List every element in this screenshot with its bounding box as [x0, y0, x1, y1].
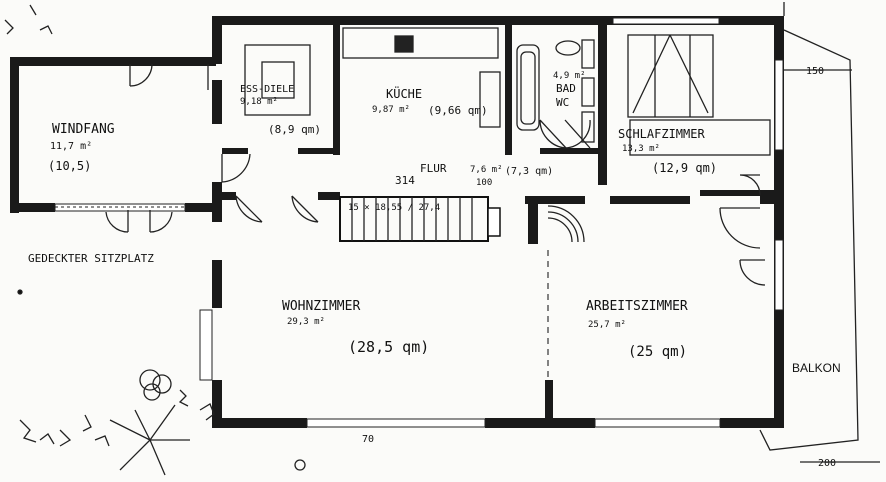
dim-bottom-label: 200 — [818, 458, 836, 469]
wohnzimmer-name: WOHNZIMMER — [282, 299, 360, 314]
kueche-qm: (9,66 qm) — [428, 104, 488, 117]
dim-top-label: 150 — [806, 66, 824, 77]
arbeitszimmer-area: 25,7 m² — [588, 320, 626, 330]
fixtures — [244, 27, 771, 156]
flur-name: FLUR — [420, 162, 447, 175]
essdiele-name: ESS-DIELE — [240, 84, 294, 95]
flur-extra: 100 — [476, 178, 492, 188]
schlafzimmer-name: SCHLAFZIMMER — [618, 127, 705, 141]
flur-qm: (7,3 qm) — [505, 166, 553, 177]
schlafzimmer-qm: (12,9 qm) — [652, 161, 717, 175]
windfang-area: 11,7 m² — [50, 141, 92, 152]
wohnzimmer-qm: (28,5 qm) — [348, 338, 429, 356]
kueche-name: KÜCHE — [386, 85, 422, 101]
bad-name: BAD — [556, 82, 576, 95]
plant-scribbles — [4, 4, 306, 476]
stair-main-dim: 314 — [395, 174, 415, 187]
windows — [54, 17, 784, 428]
arbeitszimmer-qm: (25 qm) — [628, 344, 687, 360]
essdiele-area: 9,18 m² — [240, 97, 278, 107]
bad-sub: WC — [556, 96, 569, 109]
room-labels: WINDFANG 11,7 m² (10,5) ESS-DIELE 9,18 m… — [28, 66, 841, 469]
sitzplatz-label: GEDECKTER SITZPLATZ — [28, 252, 154, 265]
balkon-label: BALKON — [792, 361, 841, 375]
windfang-name: WINDFANG — [52, 122, 115, 137]
flur-area: 7,6 m² — [470, 165, 503, 175]
balkon-outline — [759, 2, 880, 463]
dim-bottom-left-label: 70 — [362, 434, 374, 445]
windfang-qm: (10,5) — [48, 159, 91, 173]
arbeitszimmer-name: ARBEITSZIMMER — [586, 299, 688, 314]
wohnzimmer-area: 29,3 m² — [287, 317, 325, 327]
walls — [10, 16, 784, 428]
kueche-area: 9,87 m² — [372, 105, 410, 115]
stair-dims: 15 × 18,55 / 27,4 — [348, 203, 440, 213]
schlafzimmer-area: 13,3 m² — [622, 144, 660, 154]
bad-area: 4,9 m² — [553, 71, 586, 81]
doors — [105, 63, 766, 286]
essdiele-qm: (8,9 qm) — [268, 123, 321, 136]
staircase: 314 15 × 18,55 / 27,4 — [339, 174, 501, 242]
